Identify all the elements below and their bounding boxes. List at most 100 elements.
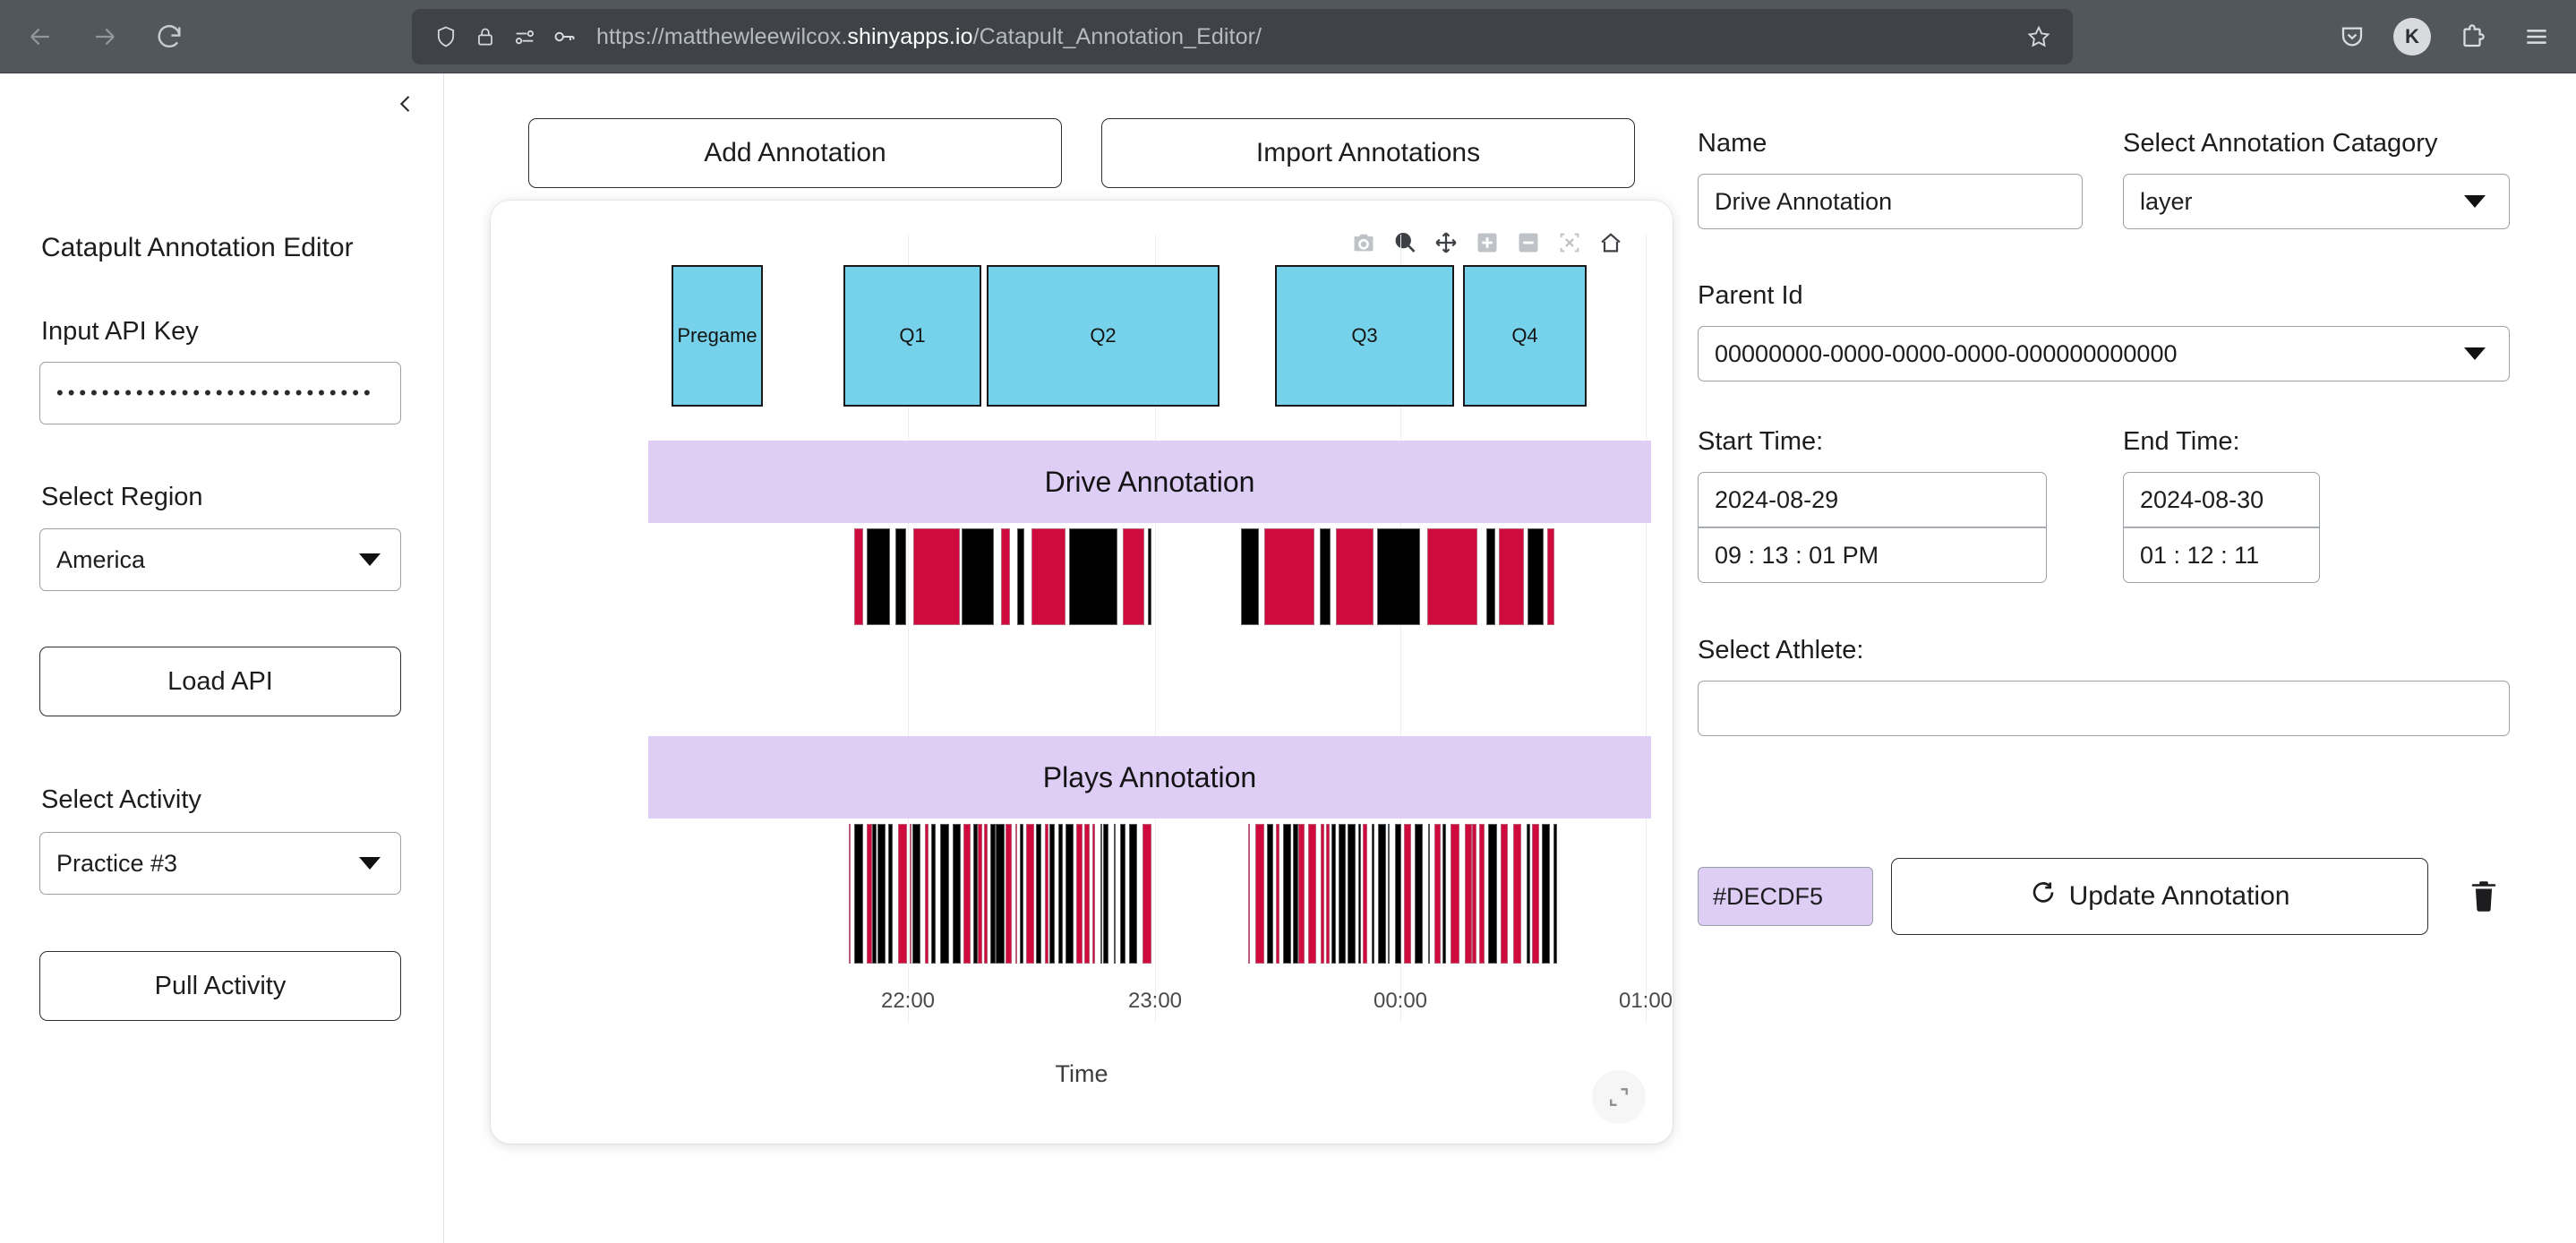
zoom-icon[interactable] — [1390, 227, 1420, 258]
effort-stripe — [1427, 528, 1477, 625]
end-clock-input[interactable]: 01 : 12 : 11 — [2123, 527, 2320, 583]
category-select[interactable]: layer — [2123, 174, 2510, 229]
effort-stripe — [1083, 824, 1090, 964]
reload-button[interactable] — [141, 9, 197, 64]
effort-stripe — [1241, 528, 1259, 625]
effort-stripe — [1377, 528, 1420, 625]
end-date-input[interactable]: 2024-08-30 — [2123, 472, 2320, 527]
effort-stripe — [1331, 824, 1336, 964]
effort-stripe — [867, 528, 890, 625]
parent-id-select[interactable]: 00000000-0000-0000-0000-000000000000 — [1698, 326, 2510, 381]
chevron-down-icon — [2464, 347, 2486, 360]
effort-stripe — [1371, 824, 1375, 964]
timeline-segment-bar[interactable]: Q1 — [843, 265, 981, 407]
tracking-protection-icon[interactable] — [505, 17, 544, 56]
effort-stripe — [1308, 824, 1316, 964]
start-date-input[interactable]: 2024-08-29 — [1698, 472, 2047, 527]
athlete-input[interactable] — [1698, 681, 2510, 736]
back-button[interactable] — [13, 9, 68, 64]
effort-stripe — [1001, 528, 1010, 625]
lock-icon[interactable] — [466, 17, 505, 56]
browser-toolbar: https://matthewleewilcox.shinyapps.io/Ca… — [0, 0, 2576, 73]
effort-stripe — [867, 824, 872, 964]
pocket-save-icon[interactable] — [2329, 13, 2375, 60]
gridline — [1155, 235, 1156, 1023]
effort-stripe — [1076, 824, 1083, 964]
name-input[interactable]: Drive Annotation — [1698, 174, 2083, 229]
pan-icon[interactable] — [1431, 227, 1461, 258]
annotation-color-input[interactable]: #DECDF5 — [1698, 867, 1873, 926]
pull-activity-button[interactable]: Pull Activity — [39, 951, 401, 1021]
sidebar-collapse-chevron-left-icon[interactable] — [388, 86, 424, 122]
effort-stripe — [1283, 824, 1292, 964]
effort-stripe — [1387, 824, 1390, 964]
shield-icon[interactable] — [426, 17, 466, 56]
delete-annotation-trash-icon[interactable] — [2460, 870, 2507, 922]
autoscale-icon[interactable] — [1554, 227, 1585, 258]
effort-stripe — [1358, 824, 1361, 964]
effort-stripe — [911, 824, 921, 964]
timeline-segment-bar[interactable]: Q4 — [1463, 265, 1587, 407]
effort-stripe — [1102, 824, 1108, 964]
address-bar[interactable]: https://matthewleewilcox.shinyapps.io/Ca… — [412, 9, 2073, 64]
zoom-in-icon[interactable] — [1472, 227, 1502, 258]
effort-stripe — [1531, 824, 1539, 964]
effort-stripe — [1069, 528, 1117, 625]
effort-stripe — [1526, 824, 1531, 964]
effort-stripe — [1143, 824, 1152, 964]
bookmark-star-icon[interactable] — [2015, 13, 2062, 60]
import-annotations-button[interactable]: Import Annotations — [1101, 118, 1635, 188]
effort-stripe — [1427, 824, 1431, 964]
annotation-band[interactable]: Plays Annotation — [648, 736, 1651, 819]
add-annotation-button[interactable]: Add Annotation — [528, 118, 1062, 188]
reset-home-icon[interactable] — [1596, 227, 1626, 258]
effort-stripe — [1414, 824, 1424, 964]
annotation-band[interactable]: Drive Annotation — [648, 441, 1651, 523]
x-axis-tick-label: 23:00 — [1127, 989, 1183, 1013]
profile-avatar[interactable]: K — [2393, 18, 2431, 56]
x-axis-tick-label: 22:00 — [880, 989, 936, 1013]
effort-stripe-row-drive[interactable] — [491, 528, 1673, 625]
timeline-segment-bar[interactable]: Q3 — [1275, 265, 1454, 407]
api-key-input[interactable]: •••••••••••••••••••••••••••• — [39, 362, 401, 424]
key-icon[interactable] — [544, 17, 584, 56]
timeline-segment-bar[interactable]: Q2 — [987, 265, 1220, 407]
expand-plot-icon[interactable] — [1592, 1070, 1646, 1124]
effort-stripe — [1362, 824, 1368, 964]
chevron-down-icon — [359, 553, 381, 566]
app-page: Catapult Annotation Editor Input API Key… — [0, 73, 2576, 1243]
gridline — [1400, 235, 1401, 1023]
hamburger-menu-icon[interactable] — [2513, 13, 2560, 60]
effort-stripe — [1100, 824, 1102, 964]
effort-stripe — [1036, 824, 1041, 964]
end-date-value: 2024-08-30 — [2140, 485, 2264, 513]
annotation-band-label: Drive Annotation — [1044, 465, 1255, 498]
update-annotation-button[interactable]: Update Annotation — [1891, 858, 2428, 935]
effort-stripe — [1025, 824, 1035, 964]
camera-icon[interactable] — [1348, 227, 1379, 258]
timeline-segment-label: Q1 — [899, 324, 926, 347]
end-time-label: End Time: — [2123, 427, 2240, 456]
effort-stripe — [854, 528, 863, 625]
effort-stripe — [1266, 824, 1274, 964]
activity-selected-value: Practice #3 — [56, 849, 178, 877]
zoom-out-icon[interactable] — [1513, 227, 1544, 258]
load-api-button[interactable]: Load API — [39, 647, 401, 716]
start-clock-input[interactable]: 09 : 13 : 01 PM — [1698, 527, 2047, 583]
extensions-puzzle-icon[interactable] — [2449, 13, 2495, 60]
effort-stripe — [1119, 824, 1126, 964]
region-select[interactable]: America — [39, 528, 401, 591]
region-label: Select Region — [41, 483, 203, 511]
effort-stripe — [984, 824, 988, 964]
effort-stripe — [1049, 824, 1055, 964]
effort-stripe — [1293, 824, 1298, 964]
browser-nav-buttons — [0, 9, 197, 64]
effort-stripe — [963, 824, 971, 964]
forward-button[interactable] — [77, 9, 133, 64]
effort-stripe-row-plays[interactable] — [491, 824, 1673, 964]
effort-stripe — [1297, 824, 1305, 964]
effort-stripe — [925, 824, 929, 964]
activity-select[interactable]: Practice #3 — [39, 832, 401, 895]
timeline-segment-bar[interactable]: Pregame — [672, 265, 763, 407]
